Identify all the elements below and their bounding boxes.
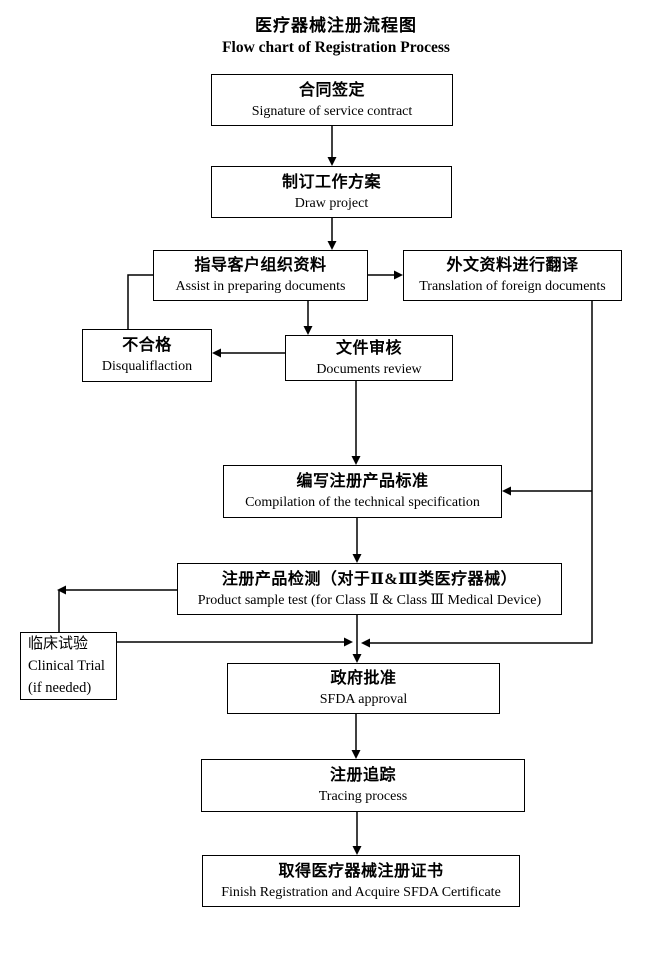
node-sample-test-cn: 注册产品检测（对于Ⅱ&Ⅲ类医疗器械） <box>221 570 518 588</box>
arrow-prepare-to-review <box>303 301 313 335</box>
line-translation-down-feed <box>361 301 593 648</box>
node-documents-review-en: Documents review <box>316 361 422 377</box>
arrow-sample-test-to-clinical-trial <box>57 585 177 632</box>
node-documents-review: 文件审核 Documents review <box>285 335 453 381</box>
node-translation-en: Translation of foreign documents <box>419 279 606 294</box>
node-contract-en: Signature of service contract <box>251 103 413 119</box>
node-certificate-cn: 取得医疗器械注册证书 <box>278 862 444 880</box>
node-sfda-approval: 政府批准 SFDA approval <box>227 663 500 714</box>
arrow-sample-test-to-approval <box>352 615 362 663</box>
node-tracing-en: Tracing process <box>318 789 408 804</box>
node-sample-test-en: Product sample test (for Class Ⅱ & Class… <box>197 592 542 608</box>
node-translation: 外文资料进行翻译 Translation of foreign document… <box>403 250 622 301</box>
arrow-specification-to-sample-test <box>352 518 362 563</box>
node-sfda-approval-en: SFDA approval <box>319 692 408 707</box>
line-prepare-to-disqualification <box>127 274 153 329</box>
node-clinical-trial-en: Clinical Trial <box>28 658 105 674</box>
node-project-cn: 制订工作方案 <box>281 173 381 191</box>
node-documents-review-cn: 文件审核 <box>335 339 402 357</box>
arrow-translation-to-specification <box>502 486 592 496</box>
node-specification-cn: 编写注册产品标准 <box>296 473 429 490</box>
arrow-clinical-trial-to-center <box>117 637 353 647</box>
chart-title: 医疗器械注册流程图 Flow chart of Registration Pro… <box>11 14 650 58</box>
node-clinical-trial: 临床试验 Clinical Trial (if needed) <box>20 632 117 700</box>
node-disqualification-en: Disqualiflaction <box>101 359 193 374</box>
node-specification-en: Compilation of the technical specificati… <box>245 495 480 510</box>
node-contract-cn: 合同签定 <box>298 81 365 99</box>
arrow-approval-to-tracing <box>351 714 361 759</box>
node-specification: 编写注册产品标准 Compilation of the technical sp… <box>223 465 502 518</box>
arrow-prepare-to-translation <box>368 270 403 280</box>
node-tracing-cn: 注册追踪 <box>329 767 396 784</box>
node-disqualification: 不合格 Disqualiflaction <box>82 329 212 382</box>
node-clinical-trial-note: (if needed) <box>28 680 92 696</box>
node-project: 制订工作方案 Draw project <box>211 166 452 218</box>
node-contract: 合同签定 Signature of service contract <box>211 74 453 126</box>
arrow-review-to-disqualification <box>212 348 285 358</box>
node-translation-cn: 外文资料进行翻译 <box>446 257 579 274</box>
node-prepare-documents: 指导客户组织资料 Assist in preparing documents <box>153 250 368 301</box>
arrow-tracing-to-certificate <box>352 812 362 855</box>
node-certificate-en: Finish Registration and Acquire SFDA Cer… <box>221 884 501 900</box>
node-sfda-approval-cn: 政府批准 <box>330 670 397 687</box>
node-disqualification-cn: 不合格 <box>122 337 172 354</box>
arrow-project-to-prepare <box>327 218 337 250</box>
title-en: Flow chart of Registration Process <box>222 39 450 56</box>
node-certificate: 取得医疗器械注册证书 Finish Registration and Acqui… <box>202 855 520 907</box>
node-clinical-trial-cn: 临床试验 <box>28 636 89 652</box>
node-tracing: 注册追踪 Tracing process <box>201 759 525 812</box>
title-cn: 医疗器械注册流程图 <box>255 16 417 35</box>
node-prepare-documents-cn: 指导客户组织资料 <box>194 257 327 274</box>
node-sample-test: 注册产品检测（对于Ⅱ&Ⅲ类医疗器械） Product sample test (… <box>177 563 562 615</box>
node-prepare-documents-en: Assist in preparing documents <box>175 279 346 294</box>
node-project-en: Draw project <box>294 195 369 211</box>
arrow-review-to-specification <box>351 381 361 465</box>
arrow-contract-to-project <box>327 126 337 166</box>
